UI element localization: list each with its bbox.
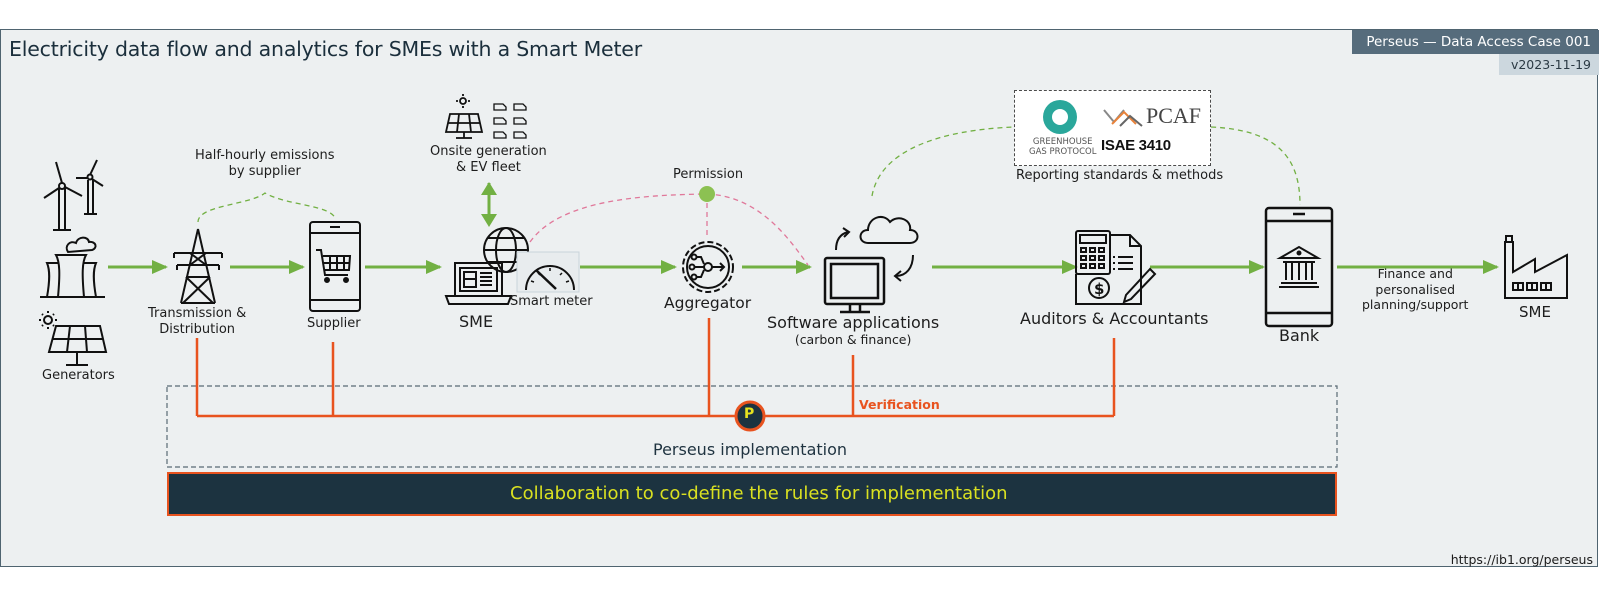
emissions-dashed-link xyxy=(197,192,336,223)
perseus-lines xyxy=(195,318,1116,418)
wind-turbine-icon xyxy=(43,159,104,231)
supplier-label: Supplier xyxy=(307,316,361,331)
permission-label: Permission xyxy=(673,167,744,182)
sme-laptop-icon xyxy=(444,262,513,305)
version-badge: v2023-11-19 xyxy=(1499,54,1599,75)
verification-label: Verification xyxy=(859,397,940,412)
software-label: Software applications (carbon & finance) xyxy=(767,313,940,348)
standards-link-bank xyxy=(1210,126,1301,206)
reporting-standards-box xyxy=(1014,90,1211,166)
auditors-calculator-icon xyxy=(1075,230,1157,305)
perseus-region xyxy=(166,385,1338,468)
globe-icon xyxy=(483,227,529,273)
perseus-badge xyxy=(734,400,766,432)
perseus-implementation-label: Perseus implementation xyxy=(653,440,848,459)
onsite-label: Onsite generation & EV fleet xyxy=(430,144,547,175)
ghg-protocol-label: GREENHOUSE GAS PROTOCOL xyxy=(1029,137,1097,157)
onsite-double-arrow xyxy=(481,182,497,227)
permission-dot xyxy=(699,186,715,202)
footer-url[interactable]: https://ib1.org/perseus xyxy=(1450,552,1593,567)
ev-fleet-icon xyxy=(493,103,527,139)
perseus-badge-letter: P xyxy=(744,406,755,422)
generators-label: Generators xyxy=(42,368,115,383)
onsite-solar-icon xyxy=(444,94,484,139)
page-title: Electricity data flow and analytics for … xyxy=(9,37,642,61)
bank-label: Bank xyxy=(1279,326,1320,345)
aggregator-gear-icon xyxy=(682,241,734,293)
pcaf-logo-icon xyxy=(1103,109,1143,127)
transmission-label: Transmission & Distribution xyxy=(148,306,247,337)
finance-note-label: Finance and personalised planning/suppor… xyxy=(1362,266,1469,313)
half-hourly-label: Half-hourly emissions by supplier xyxy=(195,148,335,179)
ghg-protocol-logo-icon xyxy=(1043,100,1077,134)
factory-icon xyxy=(1504,235,1568,299)
cloud-icon xyxy=(859,215,919,244)
supplier-phone-icon xyxy=(309,221,361,312)
bank-phone-icon xyxy=(1264,206,1334,328)
auditors-label: Auditors & Accountants xyxy=(1020,309,1209,328)
sme-end-label: SME xyxy=(1519,303,1551,321)
aggregator-label: Aggregator xyxy=(664,294,752,312)
smart-meter-label: Smart meter xyxy=(510,294,593,309)
dollar-glyph: $ xyxy=(1094,280,1104,298)
standards-caption: Reporting standards & methods xyxy=(1016,168,1224,183)
collaboration-bar xyxy=(167,472,1337,516)
power-plant-icon xyxy=(40,236,105,298)
transmission-tower-icon xyxy=(173,228,223,304)
bank-building-icon xyxy=(1276,245,1322,288)
software-monitor-icon xyxy=(823,256,886,314)
smart-meter-icon xyxy=(516,251,580,293)
sync-arrows-icon xyxy=(835,227,914,282)
isae-label: ISAE 3410 xyxy=(1101,137,1171,154)
standards-link-software xyxy=(871,126,1015,197)
solar-panel-icon xyxy=(39,311,108,366)
case-badge: Perseus — Data Access Case 001 xyxy=(1352,30,1599,54)
pcaf-label: PCAF xyxy=(1146,103,1202,128)
collaboration-text: Collaboration to co-define the rules for… xyxy=(510,483,1008,504)
sme-label: SME xyxy=(459,312,494,331)
